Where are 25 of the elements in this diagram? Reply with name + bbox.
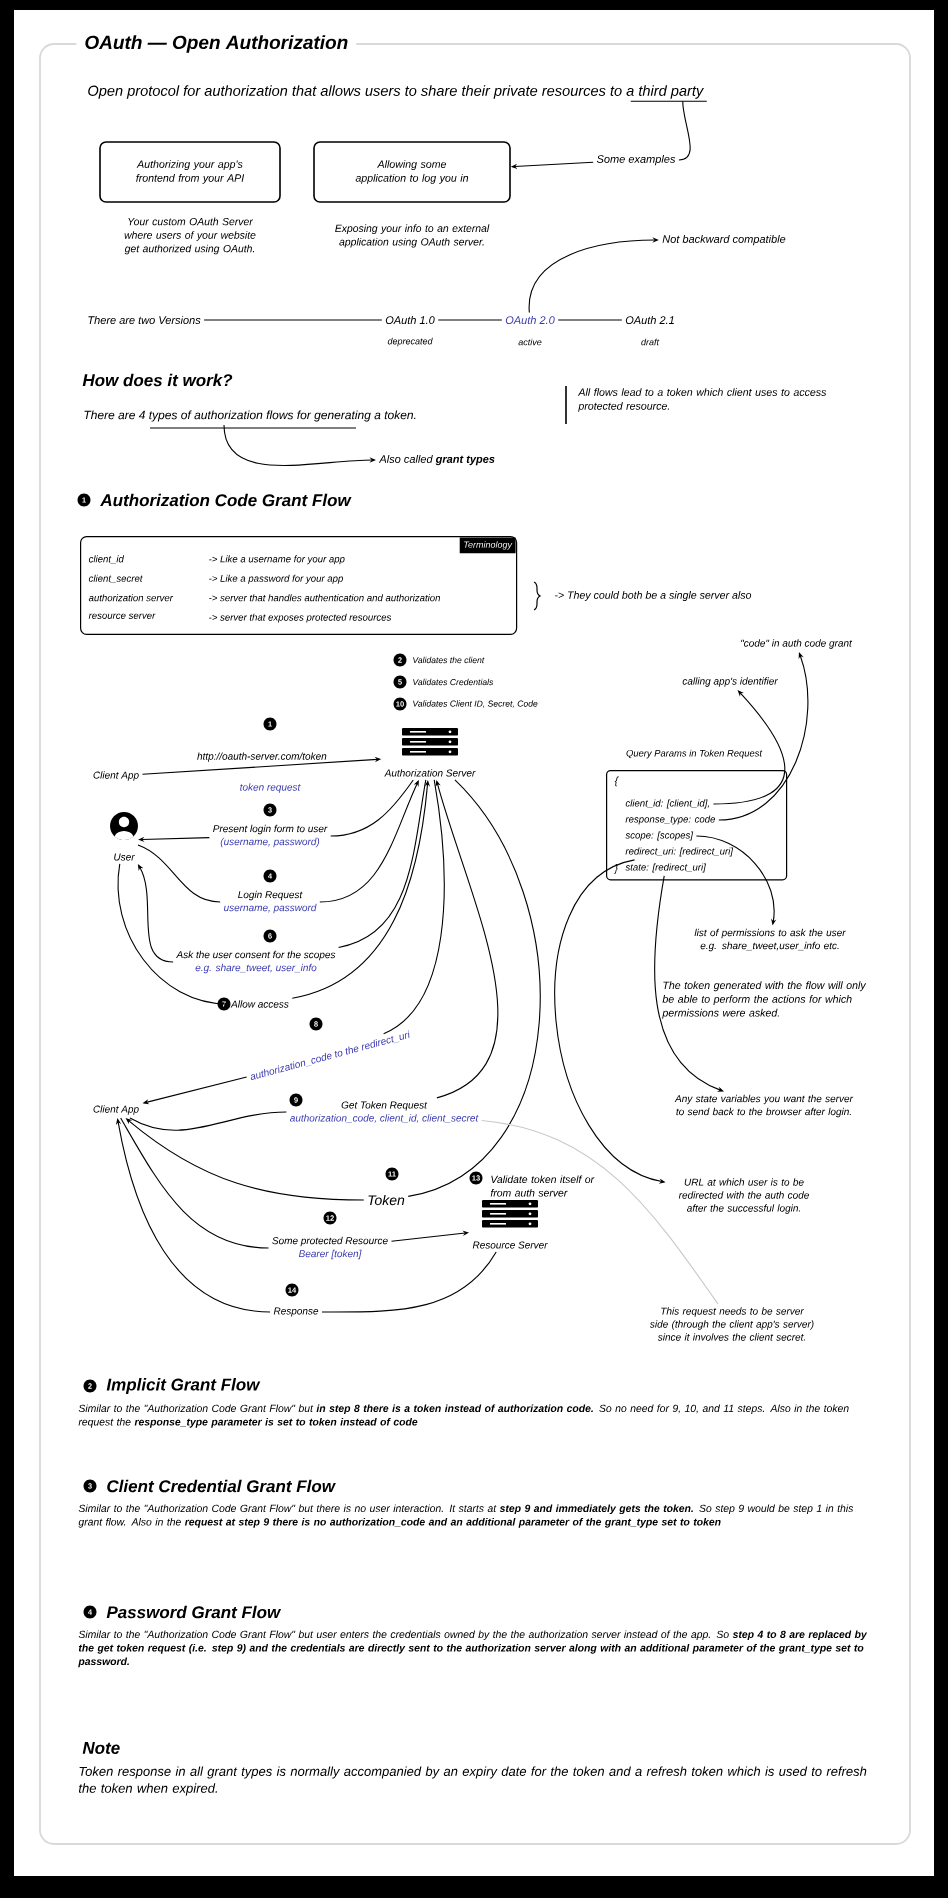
section-heading: Client Credential Grant Flow bbox=[107, 1479, 336, 1493]
connector-line bbox=[330, 779, 414, 837]
section-heading: Implicit Grant Flow bbox=[106, 1378, 261, 1394]
connector-line bbox=[137, 844, 221, 903]
connector-line bbox=[129, 1111, 287, 1131]
arrow bbox=[654, 875, 724, 1092]
section-heading: How does it work? bbox=[82, 373, 233, 387]
arrow bbox=[712, 690, 786, 805]
connector-line bbox=[338, 779, 427, 948]
title: OAuth — Open Authorization bbox=[76, 28, 357, 60]
connector-line bbox=[557, 319, 623, 321]
connector-line bbox=[407, 779, 541, 1197]
section-heading: Authorization Code Grant Flow bbox=[100, 493, 352, 507]
section-heading: Password Grant Flow bbox=[106, 1605, 282, 1619]
connector-line bbox=[481, 1120, 719, 1305]
arrow bbox=[115, 1118, 271, 1313]
arrow bbox=[223, 424, 376, 466]
connector-line bbox=[437, 319, 503, 321]
section-heading: Note bbox=[82, 1742, 120, 1754]
connector-line bbox=[321, 1251, 497, 1313]
arrow bbox=[718, 652, 809, 821]
connector-line bbox=[203, 319, 383, 321]
connector-line bbox=[117, 863, 229, 1005]
connector-line bbox=[383, 779, 445, 1035]
connector-line bbox=[120, 1117, 270, 1249]
